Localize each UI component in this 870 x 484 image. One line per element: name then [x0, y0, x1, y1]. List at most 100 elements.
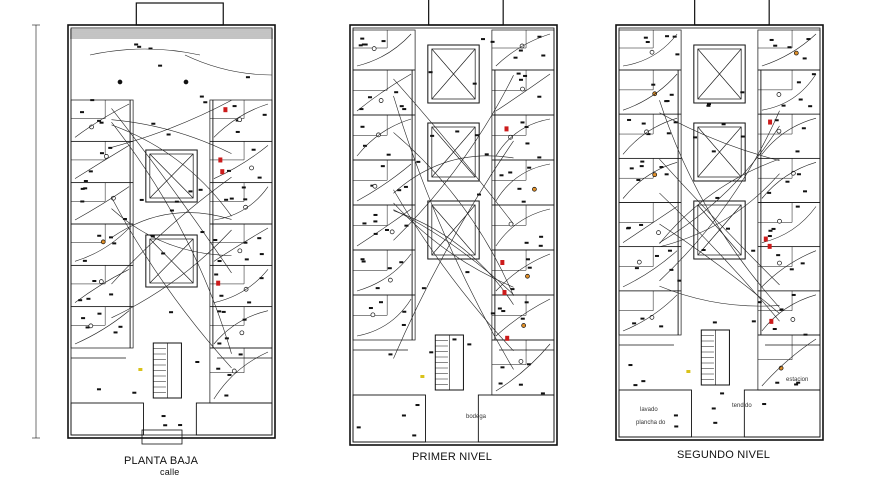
switch-symbol-icon	[229, 197, 234, 200]
plan-title-planta-baja: PLANTA BAJA	[124, 455, 199, 467]
switch-symbol-icon	[373, 220, 378, 223]
switch-symbol-icon	[629, 167, 634, 170]
switch-symbol-icon	[525, 142, 530, 145]
circuit-wire	[356, 163, 412, 202]
circuit-wire	[393, 78, 514, 225]
switch-symbol-icon	[214, 273, 219, 276]
light-fixture-icon	[508, 221, 514, 227]
light-fixture-icon	[520, 86, 525, 92]
switch-symbol-icon	[673, 121, 678, 124]
switch-symbol-icon	[161, 415, 166, 418]
accent-mark-icon	[686, 370, 691, 373]
room	[209, 182, 273, 225]
circuit-wire	[622, 250, 678, 288]
panel-accent-icon	[763, 236, 768, 242]
switch-symbol-icon	[795, 205, 800, 208]
circuit-wire	[111, 229, 232, 319]
room	[352, 294, 416, 341]
circuit-wire	[393, 209, 514, 295]
light-fixture-icon	[237, 117, 243, 123]
switch-symbol-icon	[403, 185, 408, 188]
switch-symbol-icon	[673, 414, 678, 417]
switch-symbol-icon	[97, 312, 102, 315]
switch-symbol-icon	[524, 301, 529, 304]
room-label-plancha: plancha do	[636, 420, 666, 426]
switch-symbol-icon	[645, 41, 650, 44]
switch-symbol-icon	[706, 103, 711, 106]
circuit-wire	[761, 33, 817, 67]
switch-symbol-icon	[523, 74, 528, 77]
switch-symbol-icon	[768, 229, 773, 232]
circuit-wire	[761, 162, 817, 199]
switch-symbol-icon	[122, 217, 127, 220]
circuit-wire	[393, 202, 514, 288]
switch-symbol-icon	[80, 111, 85, 114]
plans-layer	[32, 0, 824, 446]
switch-symbol-icon	[368, 307, 373, 310]
light-fixture-icon	[183, 79, 189, 85]
switch-symbol-icon	[360, 125, 365, 128]
switch-symbol-icon	[221, 310, 226, 313]
switch-symbol-icon	[108, 146, 113, 149]
switch-symbol-icon	[675, 53, 680, 56]
circuit-wire	[761, 294, 817, 332]
switch-symbol-icon	[81, 317, 86, 320]
switch-symbol-icon	[198, 188, 203, 191]
switch-symbol-icon	[659, 166, 664, 169]
switch-symbol-icon	[216, 367, 221, 370]
switch-symbol-icon	[740, 91, 745, 94]
switch-symbol-icon	[467, 343, 472, 346]
light-fixture-icon	[98, 279, 104, 284]
switch-symbol-icon	[477, 193, 482, 196]
switch-symbol-icon	[499, 174, 504, 177]
bottom-room	[743, 389, 821, 438]
light-fixture-icon	[776, 92, 782, 97]
circuit-wire	[356, 73, 412, 112]
accent-mark-icon	[420, 375, 425, 378]
switch-symbol-icon	[767, 191, 772, 194]
plan-primer-nivel	[349, 0, 558, 446]
switch-symbol-icon	[217, 310, 222, 313]
switch-symbol-icon	[720, 392, 725, 395]
switch-symbol-icon	[773, 44, 778, 47]
circuit-wire	[761, 73, 817, 111]
room	[491, 204, 555, 251]
circuit-wire	[74, 145, 130, 179]
switch-symbol-icon	[85, 326, 90, 329]
switch-symbol-icon	[92, 280, 97, 283]
switch-symbol-icon	[641, 122, 646, 125]
switch-symbol-icon	[148, 47, 153, 50]
circuit-wire	[74, 269, 130, 303]
room	[70, 306, 134, 349]
circuit-wire	[213, 310, 269, 345]
shaft-box	[427, 122, 480, 182]
switch-symbol-icon	[399, 261, 404, 264]
switch-symbol-icon	[132, 391, 137, 394]
switch-symbol-icon	[484, 153, 489, 156]
room	[209, 306, 273, 349]
switch-symbol-icon	[785, 180, 790, 183]
light-fixture-icon	[100, 239, 106, 245]
switch-symbol-icon	[706, 104, 711, 107]
plan-planta-baja	[67, 2, 276, 439]
switch-symbol-icon	[794, 383, 799, 386]
circuit-wire	[495, 208, 551, 247]
shaft-outline	[145, 234, 198, 288]
circuit-wire	[659, 158, 780, 244]
circuit-wire	[659, 100, 780, 308]
switch-symbol-icon	[762, 403, 767, 406]
shaft-box	[145, 234, 198, 288]
switch-symbol-icon	[711, 150, 716, 153]
switch-symbol-icon	[537, 156, 542, 159]
light-fixture-icon	[777, 260, 782, 266]
shaft-outline	[693, 122, 746, 182]
switch-symbol-icon	[455, 130, 460, 133]
room	[757, 29, 821, 71]
switch-symbol-icon	[416, 160, 421, 163]
light-fixture-icon	[117, 79, 123, 85]
room	[491, 29, 555, 71]
light-fixture-icon	[237, 248, 243, 254]
circuit-wire	[356, 118, 412, 157]
switch-symbol-icon	[521, 200, 526, 203]
